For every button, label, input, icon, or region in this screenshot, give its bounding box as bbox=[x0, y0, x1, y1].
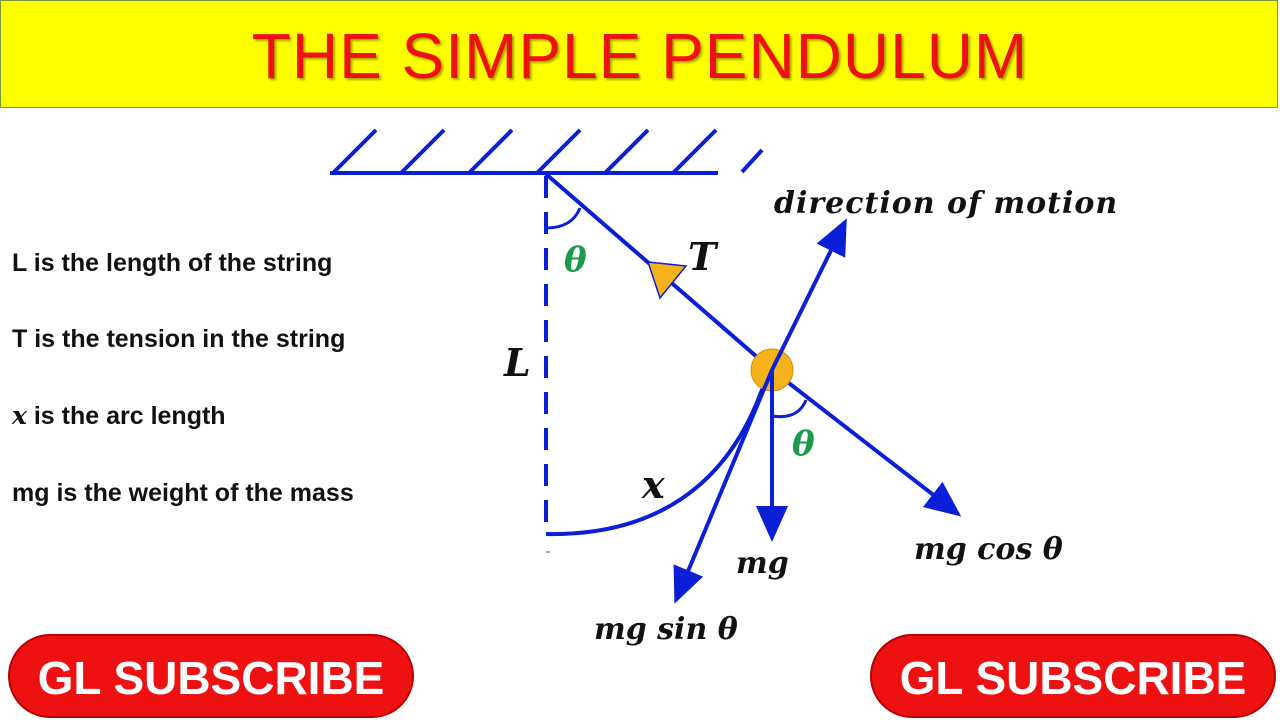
theta-bottom-arc bbox=[771, 399, 808, 419]
tension-arrowhead bbox=[646, 261, 688, 300]
subscribe-button-right[interactable]: GL SUBSCRIBE bbox=[870, 634, 1276, 718]
legend-length: L is the length of the string bbox=[12, 249, 333, 277]
theta-bottom-label: θ bbox=[792, 424, 815, 464]
weight-label: mg bbox=[736, 546, 789, 581]
subscribe-button-left[interactable]: GL SUBSCRIBE bbox=[8, 634, 414, 718]
title-banner bbox=[0, 0, 1278, 108]
mg-sin-label: mg sin θ bbox=[594, 612, 738, 647]
ceiling-support bbox=[330, 128, 764, 175]
arc-label: x bbox=[642, 462, 665, 507]
theta-top-arc bbox=[545, 207, 582, 230]
legend-weight: mg is the weight of the mass bbox=[12, 479, 354, 507]
tension-label: T bbox=[688, 234, 717, 279]
theta-top-label: θ bbox=[564, 240, 587, 280]
direction-of-motion-vector bbox=[770, 218, 847, 371]
page-title: THE SIMPLE PENDULUM bbox=[251, 20, 1029, 92]
legend-arc: x is the arc length bbox=[12, 401, 226, 431]
mg-cos-vector bbox=[770, 368, 962, 517]
mg-sin-vector bbox=[673, 369, 774, 604]
legend-arc-text: is the arc length bbox=[26, 402, 226, 430]
mg-cos-label: mg cos θ bbox=[914, 532, 1063, 567]
length-label: L bbox=[504, 340, 531, 385]
arc-path bbox=[545, 377, 768, 537]
legend-arc-variable: x bbox=[12, 401, 27, 430]
direction-of-motion-label: direction of motion bbox=[774, 186, 1119, 221]
legend-tension: T is the tension in the string bbox=[12, 325, 346, 353]
